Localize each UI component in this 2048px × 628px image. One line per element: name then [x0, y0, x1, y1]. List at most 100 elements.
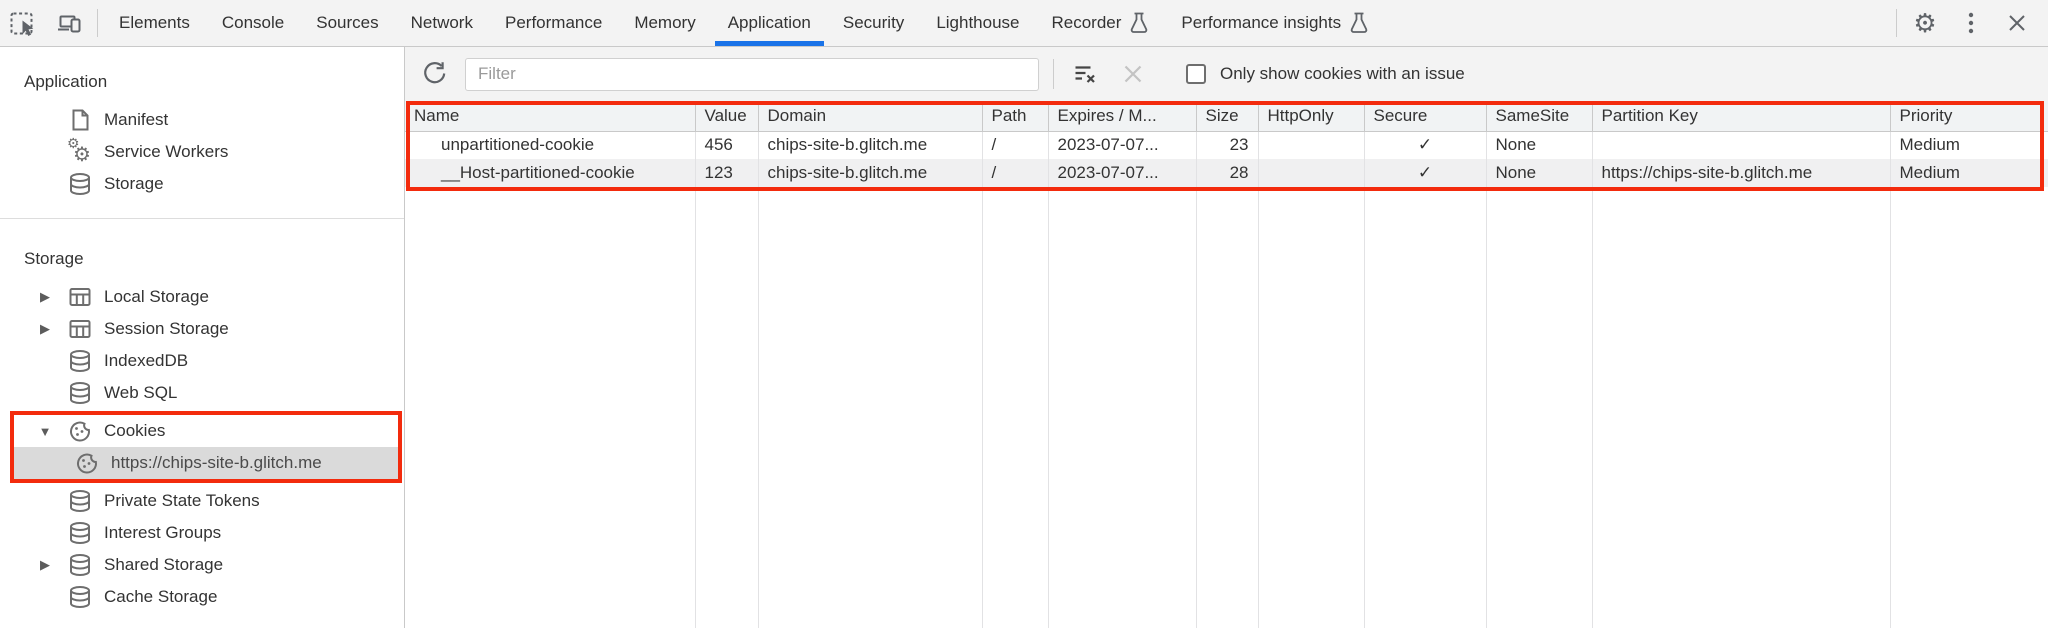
cell-priority[interactable]: Medium — [1890, 159, 2048, 187]
sidebar-item-label: Session Storage — [104, 319, 229, 338]
cell-path[interactable]: / — [982, 159, 1049, 187]
tab-performance-insights[interactable]: Performance insights — [1165, 0, 1385, 46]
sidebar-item-cache-storage[interactable]: Cache Storage — [0, 581, 404, 613]
sidebar-item-web-sql[interactable]: Web SQL — [0, 377, 404, 409]
column-header-path[interactable]: Path — [982, 101, 1049, 132]
cell-domain[interactable]: chips-site-b.glitch.me — [758, 159, 983, 187]
table-grid-icon — [67, 284, 93, 310]
expand-triangle-icon[interactable]: ▶ — [40, 321, 50, 336]
cell-value[interactable]: 123 — [695, 159, 759, 187]
tab-label: Application — [727, 13, 811, 32]
column-header-httponly[interactable]: HttpOnly — [1258, 101, 1365, 132]
column-header-expires[interactable]: Expires / M... — [1048, 101, 1197, 132]
sidebar-item-interest-groups[interactable]: Interest Groups — [0, 517, 404, 549]
inspect-element-button[interactable] — [0, 0, 46, 46]
sidebar-item-session-storage[interactable]: ▶ Session Storage — [0, 313, 404, 345]
column-header-partition-key[interactable]: Partition Key — [1592, 101, 1891, 132]
toolbar-separator — [1053, 59, 1054, 89]
kebab-menu-icon — [1968, 12, 1974, 34]
filter-input[interactable] — [465, 57, 1039, 91]
sidebar-item-cookies[interactable]: ▼ Cookies — [14, 415, 398, 447]
cell-value[interactable]: 456 — [695, 131, 759, 159]
cell-samesite[interactable]: None — [1486, 159, 1593, 187]
device-toolbar-icon — [58, 15, 81, 33]
cell-priority[interactable]: Medium — [1899, 135, 1960, 155]
tab-network[interactable]: Network — [395, 0, 489, 46]
cell-secure-checkmark[interactable]: ✓ — [1364, 159, 1487, 187]
tab-label: Recorder — [1051, 13, 1122, 32]
settings-button[interactable]: ⚙ — [1902, 0, 1948, 46]
column-header-name[interactable]: Name — [405, 101, 696, 132]
expand-triangle-icon[interactable]: ▶ — [40, 289, 50, 304]
cell-size[interactable]: 28 — [1196, 159, 1259, 187]
cell-name[interactable]: unpartitioned-cookie — [405, 131, 696, 159]
cookie-row-unpartitioned[interactable]: unpartitioned-cookie 456 chips-site-b.gl… — [405, 131, 2048, 159]
expand-triangle-icon[interactable]: ▶ — [40, 557, 50, 572]
sidebar-item-shared-storage[interactable]: ▶ Shared Storage — [0, 549, 404, 581]
database-icon — [67, 584, 93, 610]
tab-console[interactable]: Console — [206, 0, 300, 46]
sidebar-item-cookie-origin[interactable]: https://chips-site-b.glitch.me — [14, 447, 398, 479]
cell-secure-checkmark[interactable]: ✓ — [1364, 131, 1487, 159]
toggle-device-toolbar-button[interactable] — [46, 0, 92, 46]
tab-label: Lighthouse — [936, 13, 1020, 32]
tab-elements[interactable]: Elements — [103, 0, 206, 46]
sidebar-item-label: Shared Storage — [104, 555, 224, 574]
refresh-button[interactable] — [417, 60, 451, 88]
tab-lighthouse[interactable]: Lighthouse — [920, 0, 1035, 46]
tab-performance[interactable]: Performance — [489, 0, 618, 46]
column-header-samesite[interactable]: SameSite — [1486, 101, 1593, 132]
tabbar-separator — [97, 9, 98, 37]
sidebar-item-service-workers[interactable]: ⚙⚙ Service Workers — [0, 135, 404, 168]
more-options-button[interactable] — [1948, 0, 1994, 46]
cookies-table-area: Name Value Domain Path Expires / M... Si… — [405, 101, 2048, 628]
cell-name[interactable]: __Host-partitioned-cookie — [405, 159, 696, 187]
column-header-domain[interactable]: Domain — [758, 101, 983, 132]
sidebar-item-indexeddb[interactable]: IndexedDB — [0, 345, 404, 377]
tab-label: Performance — [504, 13, 603, 32]
clear-all-cookies-button[interactable] — [1068, 61, 1102, 87]
collapse-triangle-icon[interactable]: ▼ — [38, 423, 52, 439]
cell-samesite[interactable]: None — [1486, 131, 1593, 159]
sidebar-item-storage[interactable]: Storage — [0, 168, 404, 200]
tab-application[interactable]: Application — [712, 0, 827, 46]
manifest-document-icon — [67, 107, 93, 133]
tab-recorder[interactable]: Recorder — [1036, 0, 1166, 46]
column-header-value[interactable]: Value — [695, 101, 759, 132]
sidebar-item-manifest[interactable]: Manifest — [0, 104, 404, 136]
service-workers-gears-icon: ⚙⚙ — [67, 135, 91, 166]
cell-domain[interactable]: chips-site-b.glitch.me — [758, 131, 983, 159]
tab-sources[interactable]: Sources — [300, 0, 394, 46]
cookie-row-host-partitioned[interactable]: __Host-partitioned-cookie 123 chips-site… — [405, 159, 2048, 187]
sidebar-item-label: Manifest — [104, 110, 169, 129]
only-issue-checkbox[interactable] — [1186, 64, 1206, 84]
cookies-pane: Only show cookies with an issue Name Val… — [405, 47, 2048, 628]
cell-partition-key[interactable]: https://chips-site-b.glitch.me — [1592, 159, 1891, 187]
tab-memory[interactable]: Memory — [618, 0, 711, 46]
sidebar-item-private-state-tokens[interactable]: Private State Tokens — [0, 485, 404, 517]
sidebar-item-label: Local Storage — [104, 287, 209, 306]
cell-expires[interactable]: 2023-07-07... — [1048, 131, 1197, 159]
gear-icon: ⚙ — [1913, 8, 1937, 38]
application-panel: Application Manifest ⚙⚙ Service Workers — [0, 47, 2048, 628]
column-header-size[interactable]: Size — [1196, 101, 1259, 132]
cookies-annotation-box: ▼ Cookies https://chips-site-b.glitch.me — [10, 411, 402, 483]
cell-httponly[interactable] — [1258, 159, 1365, 187]
cell-partition-key[interactable] — [1592, 131, 1891, 159]
devtools-tabbar: Elements Console Sources Network Perform… — [0, 0, 2048, 47]
sidebar-item-label: Cookies — [104, 421, 166, 440]
sidebar-item-label: Interest Groups — [104, 523, 222, 542]
cell-expires[interactable]: 2023-07-07... — [1048, 159, 1197, 187]
close-devtools-button[interactable] — [1994, 0, 2040, 46]
tab-security[interactable]: Security — [827, 0, 920, 46]
cell-httponly[interactable] — [1258, 131, 1365, 159]
cell-size[interactable]: 23 — [1196, 131, 1259, 159]
sidebar-item-local-storage[interactable]: ▶ Local Storage — [0, 281, 404, 313]
column-header-priority[interactable]: Priority — [1890, 101, 2048, 132]
delete-selected-button[interactable] — [1116, 62, 1150, 86]
cell-path[interactable]: / — [982, 131, 1049, 159]
column-header-secure[interactable]: Secure — [1364, 101, 1487, 132]
tab-label: Elements — [119, 13, 190, 32]
tabbar-right-controls: ⚙ — [1891, 0, 2048, 46]
